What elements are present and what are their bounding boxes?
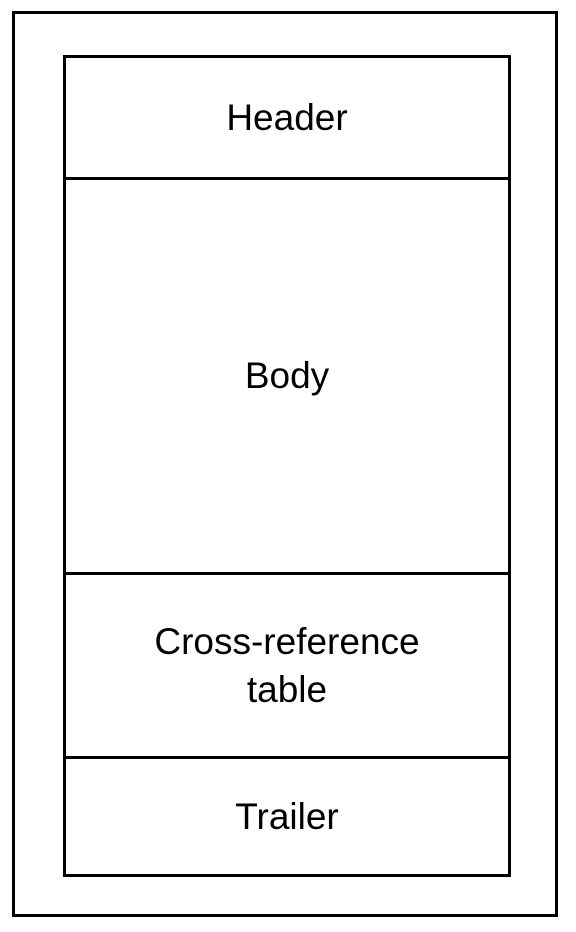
trailer-section: Trailer [66, 759, 508, 874]
cross-reference-table-label: Cross-reference table [154, 620, 420, 710]
header-section: Header [66, 58, 508, 180]
cross-reference-table-section: Cross-reference table [66, 575, 508, 759]
file-structure-stack: Header Body Cross-reference table Traile… [63, 55, 511, 877]
body-section: Body [66, 180, 508, 575]
trailer-label: Trailer [235, 795, 339, 837]
file-outer-frame [12, 11, 558, 917]
header-label: Header [226, 96, 348, 138]
body-label: Body [244, 355, 330, 396]
